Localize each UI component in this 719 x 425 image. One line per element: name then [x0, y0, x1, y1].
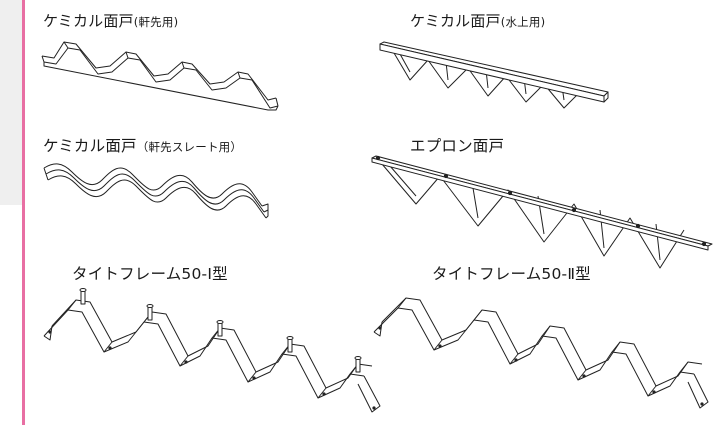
product-label-apron: エプロン面戸: [410, 137, 505, 155]
chemical-closure-ridge-drawing: [376, 40, 616, 120]
chemical-closure-eaves-drawing: [40, 38, 280, 128]
product-label-tightframe-1: タイトフレーム50-Ⅰ型: [72, 265, 228, 283]
side-panel: [0, 0, 22, 205]
product-label-eaves: ケミカル面戸(軒先用): [43, 12, 179, 30]
product-label-tightframe-2: タイトフレーム50-Ⅱ型: [432, 265, 591, 283]
chemical-closure-eaves-slate-drawing: [40, 160, 275, 240]
tight-frame-type2-drawing: [370, 290, 715, 420]
product-label-ridge: ケミカル面戸(水上用): [410, 12, 546, 30]
product-label-eaves-slate: ケミカル面戸（軒先スレート用）: [43, 137, 243, 155]
tight-frame-type1-drawing: [40, 284, 385, 422]
accent-rule: [22, 0, 25, 425]
apron-closure-drawing: [368, 152, 718, 274]
